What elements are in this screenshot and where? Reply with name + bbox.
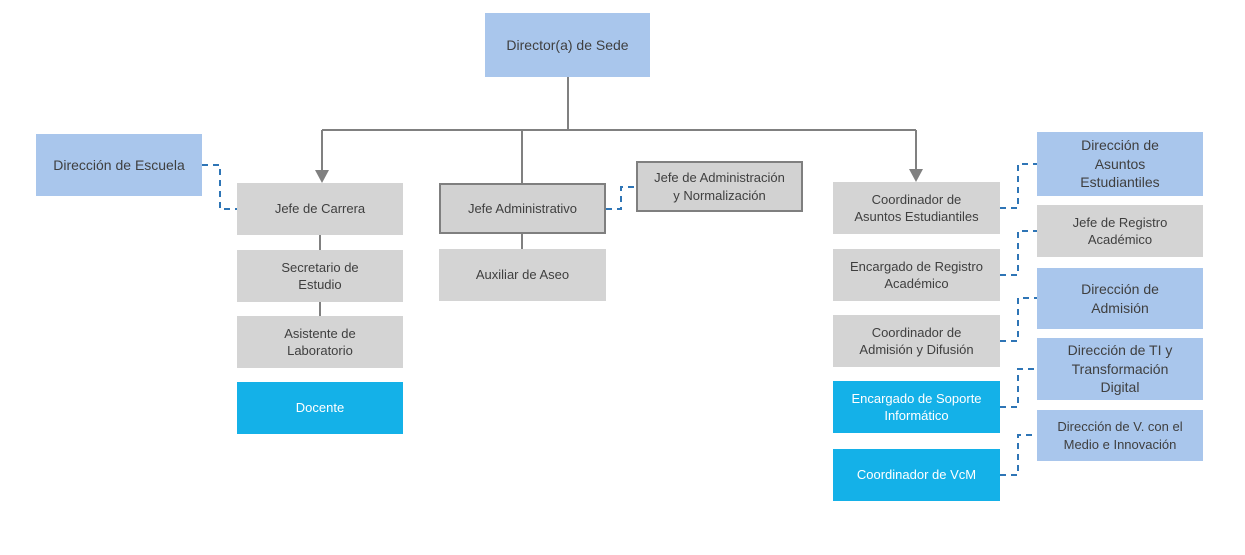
- arrowhead-icons: [315, 169, 923, 183]
- org-node-jefe-de-carrera: Jefe de Carrera: [237, 183, 403, 235]
- org-node-coordinador-de-vcm: Coordinador de VcM: [833, 449, 1000, 501]
- org-node-secretario-de-estudio: Secretario de Estudio: [237, 250, 403, 302]
- org-node-direccion-asuntos-estudiantiles: Dirección de Asuntos Estudiantiles: [1037, 132, 1203, 196]
- org-node-coordinador-asuntos-estudiantiles: Coordinador de Asuntos Estudiantiles: [833, 182, 1000, 234]
- org-node-jefe-registro-academico: Jefe de Registro Académico: [1037, 205, 1203, 257]
- dashed-connectors: [202, 163, 1037, 476]
- org-node-coordinador-admision-difusion: Coordinador de Admisión y Difusión: [833, 315, 1000, 367]
- org-node-direccion-vinculacion-medio-innovacion: Dirección de V. con el Medio e Innovació…: [1037, 410, 1203, 461]
- org-node-jefe-administracion-normalizacion: Jefe de Administración y Normalización: [636, 161, 803, 212]
- org-node-direccion-de-escuela: Dirección de Escuela: [36, 134, 202, 196]
- org-node-docente: Docente: [237, 382, 403, 434]
- org-node-auxiliar-de-aseo: Auxiliar de Aseo: [439, 249, 606, 301]
- arrow-down-icon: [315, 170, 329, 183]
- org-node-asistente-de-laboratorio: Asistente de Laboratorio: [237, 316, 403, 368]
- org-node-encargado-soporte-informatico: Encargado de Soporte Informático: [833, 381, 1000, 433]
- org-node-direccion-de-admision: Dirección de Admisión: [1037, 268, 1203, 329]
- arrow-down-icon: [909, 169, 923, 182]
- solid-connectors: [319, 77, 917, 316]
- org-node-direccion-ti-transformacion-digital: Dirección de TI y Transformación Digital: [1037, 338, 1203, 400]
- org-node-jefe-administrativo: Jefe Administrativo: [439, 183, 606, 234]
- org-node-encargado-registro-academico: Encargado de Registro Académico: [833, 249, 1000, 301]
- org-node-director-de-sede: Director(a) de Sede: [485, 13, 650, 77]
